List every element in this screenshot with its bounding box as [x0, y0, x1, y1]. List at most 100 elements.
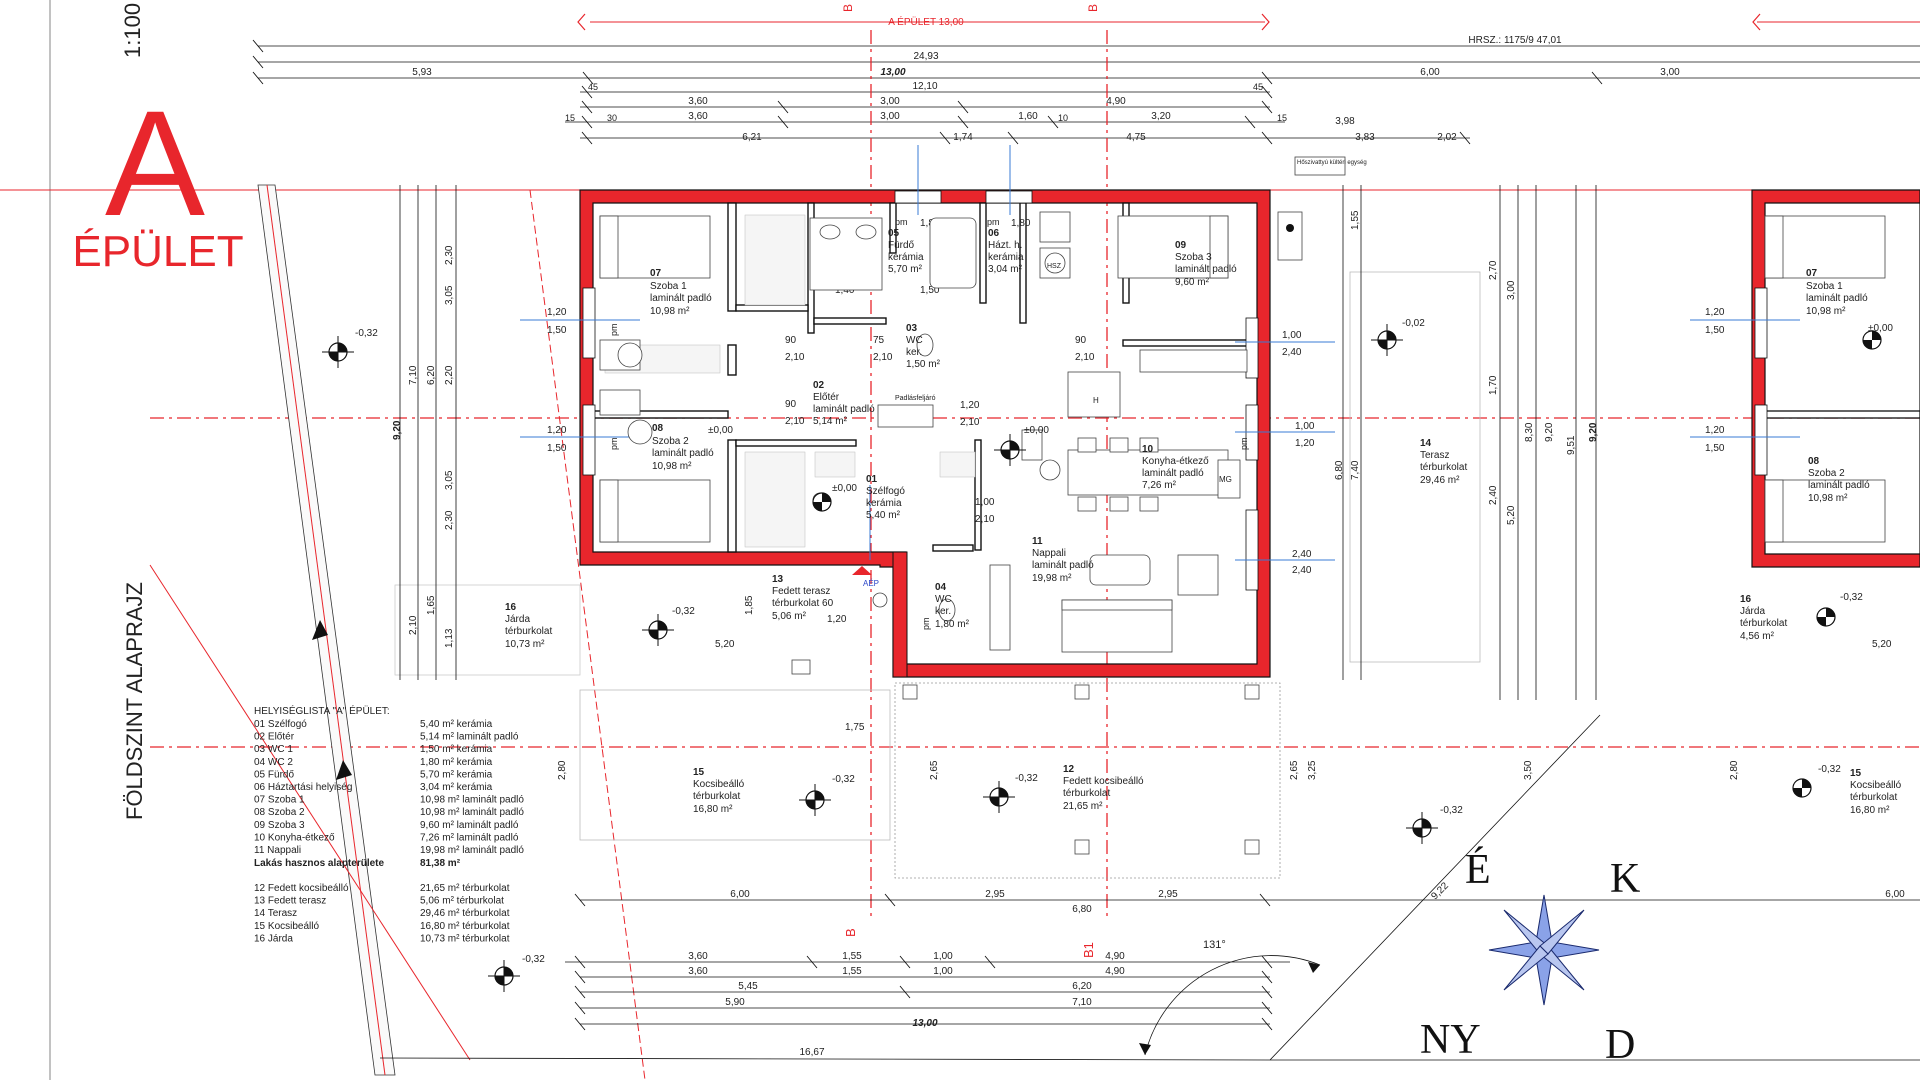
win-w1-height: 1,50	[547, 325, 567, 336]
door-width: 90	[1075, 335, 1087, 346]
washing-machine-label: MG	[1219, 475, 1232, 484]
dim-140: 1,40	[835, 285, 855, 296]
door-width: 1,00	[975, 497, 995, 508]
svg-text:ker.: ker.	[935, 606, 951, 617]
dim-185: 1,85	[744, 595, 755, 615]
svg-text:térburkolat: térburkolat	[1850, 792, 1897, 803]
svg-text:Kocsibeálló: Kocsibeálló	[693, 779, 745, 790]
room-list-name: 11 Nappali	[254, 845, 301, 856]
dim-300: 3,00	[1506, 280, 1517, 300]
dim-300: 3,00	[1660, 67, 1680, 78]
svg-text:5,40 m²: 5,40 m²	[866, 510, 901, 521]
svg-text:29,46 m²: 29,46 m²	[1420, 475, 1460, 486]
svg-text:19,98 m²: 19,98 m²	[1032, 573, 1072, 584]
room-list-value: 10,98 m² laminált padló	[420, 807, 524, 818]
room-list-name: 15 Kocsibeálló	[254, 921, 319, 932]
door-width: 1,20	[827, 614, 847, 625]
dim-1300: 13,00	[880, 67, 905, 78]
svg-text:Fedett terasz: Fedett terasz	[772, 586, 830, 597]
dim-600: 6,00	[730, 889, 750, 900]
win-width: 1,20	[1705, 307, 1725, 318]
svg-text:Szoba 1: Szoba 1	[1806, 281, 1843, 292]
dim-600: 6,00	[1420, 67, 1440, 78]
level-marker-icon	[322, 336, 354, 368]
room-15-right: 15 Kocsibeálló térburkolat 16,80 m²	[1850, 768, 1902, 816]
attic-hatch-label: Padlásfeljáró	[895, 395, 936, 402]
level-value: ±0,00	[708, 425, 733, 436]
room-list-value: 1,80 m² kerámia	[420, 757, 493, 768]
room-list-value: 5,06 m² térburkolat	[420, 896, 504, 907]
dim-305: 3,05	[444, 285, 455, 305]
dim-295: 2,95	[1158, 889, 1178, 900]
door-height: 2,10	[785, 416, 805, 427]
room-13: 13 Fedett terasz térburkolat 60 5,06 m²	[772, 574, 834, 622]
dim-175: 1,75	[845, 722, 865, 733]
svg-text:Előtér: Előtér	[813, 392, 840, 403]
svg-text:16,80 m²: 16,80 m²	[1850, 805, 1890, 816]
dim-922: 9,22	[1429, 880, 1451, 902]
dim-1210: 12,10	[912, 81, 937, 92]
svg-text:ker.: ker.	[906, 347, 922, 358]
dim-row5-d: 3,98	[1335, 116, 1355, 127]
dim-30: 30	[607, 113, 617, 123]
svg-text:Szoba 2: Szoba 2	[1808, 468, 1845, 479]
door-height: 2,10	[873, 352, 893, 363]
room-06: 06 Házt. h. kerámia 3,04 m²	[988, 228, 1024, 275]
room-list-name: 05 Fürdő	[254, 769, 294, 780]
dim-920: 9,20	[392, 420, 403, 440]
misc-labels: AÉP Padlásfeljáró Hőszivattyú kültéri eg…	[609, 160, 1367, 630]
dim-45: 45	[1253, 82, 1263, 92]
svg-text:laminált padló: laminált padló	[1806, 293, 1868, 304]
svg-text:WC: WC	[935, 594, 952, 605]
svg-text:Kocsibeálló: Kocsibeálló	[1850, 780, 1902, 791]
svg-text:10,98 m²: 10,98 m²	[1806, 306, 1846, 317]
dim-520: 5,20	[715, 639, 735, 650]
compass-north: É	[1465, 846, 1491, 893]
level-marker-icon	[488, 960, 520, 992]
room-list-header: HELYISÉGLISTA "A" ÉPÜLET:	[254, 704, 390, 717]
svg-text:Fürdő: Fürdő	[888, 240, 915, 251]
section-marker-b: B	[843, 928, 858, 937]
door-height: 2,10	[1075, 352, 1095, 363]
room-list-name: 07 Szoba 1	[254, 795, 305, 806]
svg-text:laminált padló: laminált padló	[652, 448, 714, 459]
dim-350: 3,50	[1523, 760, 1534, 780]
scale-label: 1:100	[120, 3, 145, 58]
dim-row5-a: 5,90	[725, 997, 745, 1008]
svg-text:Fedett kocsibeálló: Fedett kocsibeálló	[1063, 776, 1144, 787]
dim-740: 7,40	[1350, 460, 1361, 480]
top-window-2: 1,80	[1011, 218, 1031, 229]
win-height: 1,50	[1705, 325, 1725, 336]
room-07-right: 07 Szoba 1 laminált padló 10,98 m²	[1806, 268, 1868, 317]
door-height: 2,10	[975, 514, 995, 525]
dim-row4-c: 1,60	[1018, 111, 1038, 122]
room-10: 10 Konyha-étkező laminált padló 7,26 m²	[1142, 444, 1209, 491]
svg-text:01: 01	[866, 474, 878, 485]
level-marker-icon	[994, 434, 1026, 466]
right-dimensions: 1,55 6,80 7,40 2,70 3,00 1,70 2,40 5,20 …	[1334, 185, 1599, 700]
room-list-name: 10 Konyha-étkező	[254, 832, 335, 843]
dim-row5-c: 4,75	[1126, 132, 1146, 143]
win-w5-width: 2,40	[1292, 549, 1312, 560]
compass-west: NY	[1420, 1017, 1481, 1063]
compass-rose: É K NY D	[1420, 846, 1640, 1068]
svg-text:5,70 m²: 5,70 m²	[888, 264, 923, 275]
svg-text:Szélfogó: Szélfogó	[866, 486, 905, 497]
room-list-value: 7,26 m² laminált padló	[420, 832, 519, 843]
arrow-marker-icon	[336, 760, 352, 780]
compass-east: K	[1610, 856, 1640, 902]
left-dimensions: 9,20 7,10 6,20 2,20 3,05 2,30 1,65 1,13 …	[392, 185, 755, 680]
dim-row3-d: 4,90	[1105, 966, 1125, 977]
svg-text:5,14 m²: 5,14 m²	[813, 416, 848, 427]
level-marker-icon	[1862, 330, 1882, 350]
room-list-name: 09 Szoba 3	[254, 820, 305, 831]
door-width: 90	[785, 335, 797, 346]
svg-text:3,04 m²: 3,04 m²	[988, 264, 1023, 275]
dim-row3-b: 3,00	[880, 96, 900, 107]
level-value: ±0,00	[832, 483, 857, 494]
door-width: 1,20	[960, 400, 980, 411]
svg-text:laminált padló: laminált padló	[1175, 264, 1237, 275]
dim-951: 9,51	[1566, 435, 1577, 455]
room-list-value: 5,14 m² laminált padló	[420, 732, 519, 743]
